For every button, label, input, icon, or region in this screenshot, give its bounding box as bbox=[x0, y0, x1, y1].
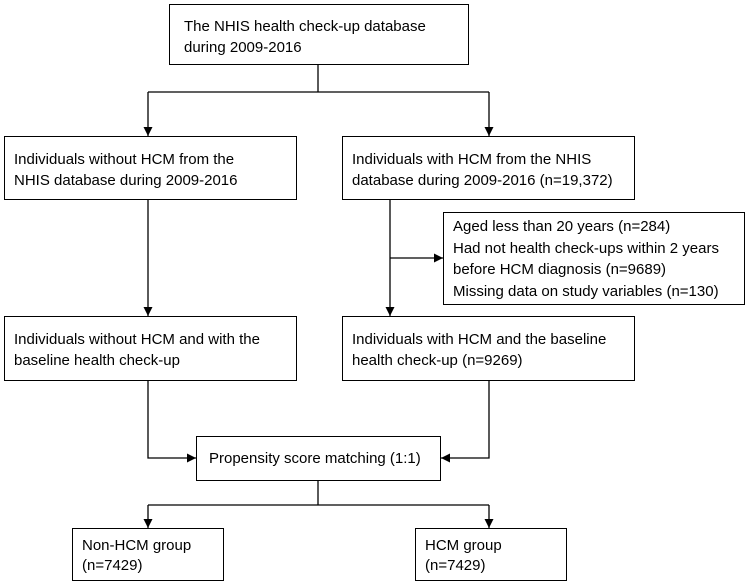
arrow-right-baseline-to-matching bbox=[441, 380, 490, 463]
arrow-left-baseline-to-matching bbox=[147, 380, 196, 463]
non-hcm-group-box: Non-HCM group (n=7429) bbox=[72, 528, 224, 581]
source-line: during 2009-2016 bbox=[184, 39, 302, 56]
right-baseline-line: health check-up (n=9269) bbox=[352, 352, 523, 369]
left-baseline-line: baseline health check-up bbox=[14, 352, 180, 369]
source-line: The NHIS health check-up database bbox=[184, 18, 426, 35]
matching-box: Propensity score matching (1:1) bbox=[196, 436, 441, 481]
matching-label: Propensity score matching (1:1) bbox=[209, 450, 421, 467]
right-branch-line: database during 2009-2016 (n=19,372) bbox=[352, 172, 613, 189]
left-branch-line: NHIS database during 2009-2016 bbox=[14, 172, 238, 189]
hcm-group-box: HCM group (n=7429) bbox=[415, 528, 567, 581]
left-branch-line: Individuals without HCM from the bbox=[14, 151, 235, 168]
exclusion-line: Aged less than 20 years (n=284) bbox=[453, 218, 671, 235]
non-hcm-group-line: Non-HCM group bbox=[82, 537, 192, 554]
right-branch-box: Individuals with HCM from the NHIS datab… bbox=[342, 136, 635, 200]
exclusion-line: Missing data on study variables (n=130) bbox=[453, 282, 719, 300]
left-baseline-line: Individuals without HCM and with the bbox=[14, 331, 260, 348]
hcm-group-line: (n=7429) bbox=[425, 557, 486, 574]
exclusion-line: before HCM diagnosis (n=9689) bbox=[453, 261, 667, 278]
hcm-group-line: HCM group bbox=[425, 537, 502, 554]
right-baseline-box: Individuals with HCM and the baseline he… bbox=[342, 316, 635, 381]
exclusions-box: Aged less than 20 years (n=284) Had not … bbox=[443, 212, 745, 305]
exclusion-line: Had not health check-ups within 2 years bbox=[453, 239, 719, 257]
left-baseline-box: Individuals without HCM and with the bas… bbox=[4, 316, 297, 381]
source-database-box: The NHIS health check-up database during… bbox=[169, 4, 469, 65]
right-branch-line: Individuals with HCM from the NHIS bbox=[352, 151, 592, 168]
right-baseline-line: Individuals with HCM and the baseline bbox=[352, 331, 607, 348]
left-branch-box: Individuals without HCM from the NHIS da… bbox=[4, 136, 297, 200]
non-hcm-group-line: (n=7429) bbox=[82, 557, 143, 574]
